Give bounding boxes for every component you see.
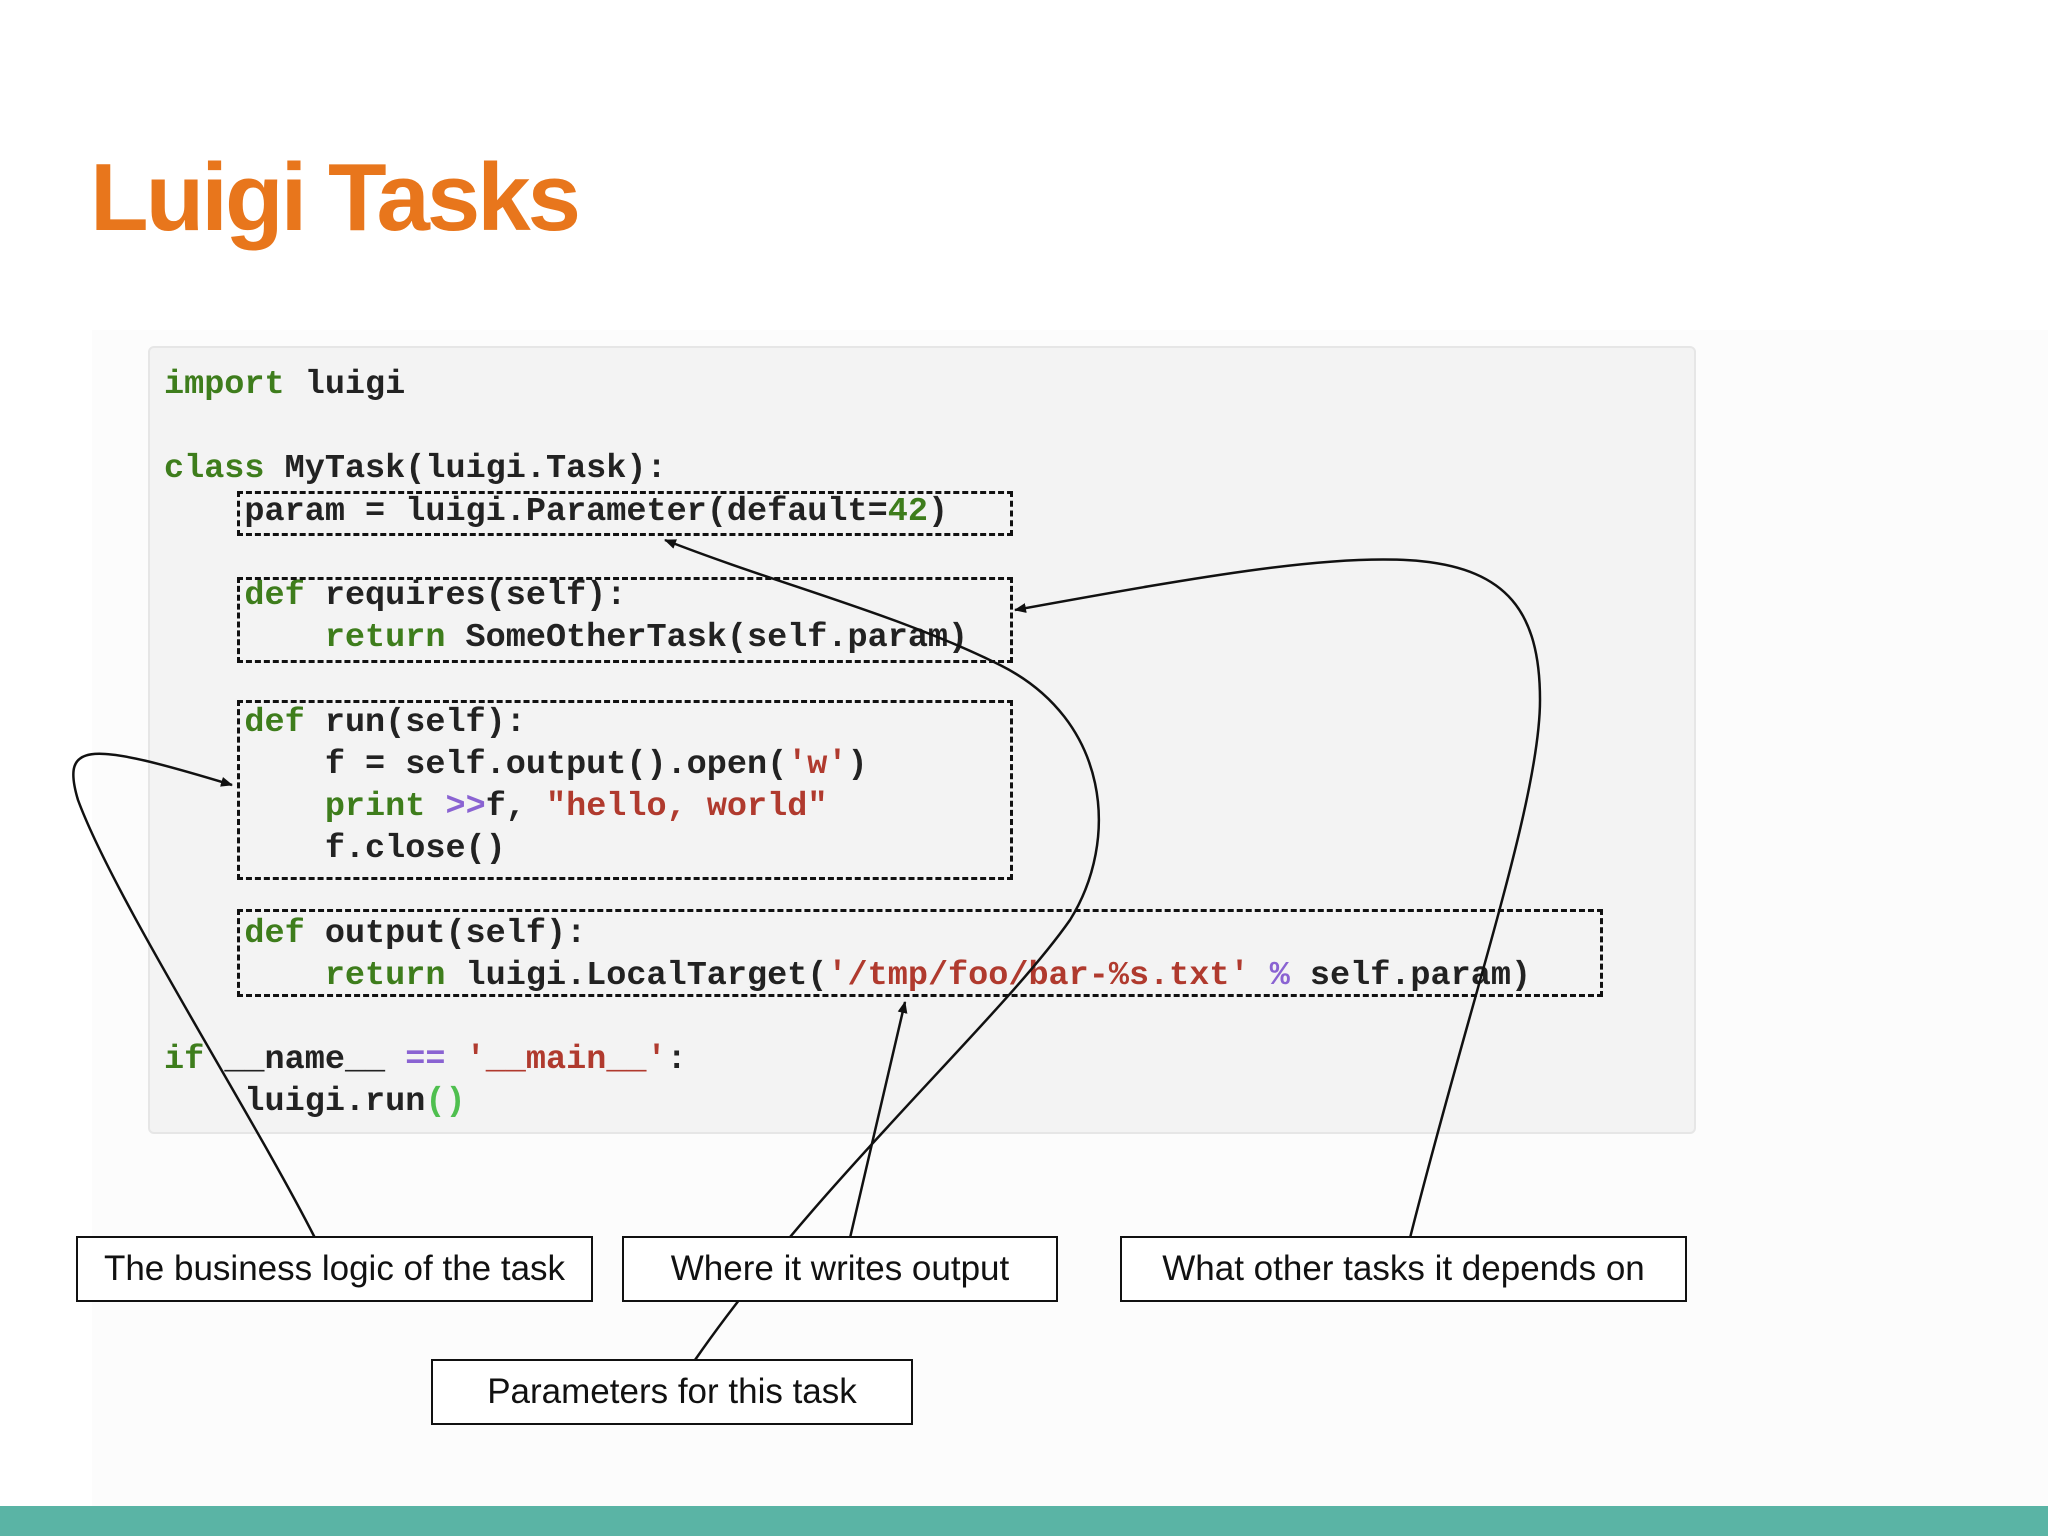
parameters-label: Parameters for this task xyxy=(431,1359,913,1425)
code-token: : xyxy=(666,1041,687,1080)
code-token: output(self): xyxy=(304,914,587,953)
code-token: >> xyxy=(445,788,486,826)
code-token: return xyxy=(324,956,446,995)
code-token: f, xyxy=(485,788,546,826)
output-highlight-box xyxy=(237,909,1603,997)
code-token: param = luigi.Parameter(default= xyxy=(164,492,888,531)
code-token: == xyxy=(405,1041,446,1080)
code-token: def xyxy=(244,703,305,742)
code-token: requires(self): xyxy=(304,577,627,615)
requires-highlight-box xyxy=(237,577,1013,663)
code-line: def requires(self): xyxy=(164,575,626,617)
code-token: def xyxy=(244,577,305,615)
code-token: import xyxy=(164,366,285,404)
code-token: () xyxy=(425,1083,466,1122)
code-token: '__main__' xyxy=(465,1041,667,1080)
business-logic-label: The business logic of the task xyxy=(76,1236,593,1302)
code-line: def run(self): xyxy=(164,702,526,744)
param-highlight-box xyxy=(237,491,1013,536)
slide-title: Luigi Tasks xyxy=(90,144,581,251)
code-token: __name__ xyxy=(204,1041,406,1080)
code-line: f.close() xyxy=(164,828,506,870)
writes-output-label: Where it writes output xyxy=(622,1236,1058,1302)
depends-on-label: What other tasks it depends on xyxy=(1120,1236,1687,1302)
code-token xyxy=(445,1041,465,1079)
code-line: if __name__ == '__main__': xyxy=(164,1039,687,1081)
code-token: luigi xyxy=(284,366,406,404)
code-token xyxy=(164,704,244,742)
code-token: luigi.run xyxy=(164,1083,426,1122)
code-token: MyTask(luigi.Task): xyxy=(264,450,667,489)
code-line: import luigi xyxy=(164,364,405,406)
code-token: print xyxy=(324,788,426,826)
code-token: run(self): xyxy=(304,703,526,742)
code-token: class xyxy=(164,450,265,489)
code-token: return xyxy=(324,619,446,658)
code-line: class MyTask(luigi.Task): xyxy=(164,448,667,490)
run-highlight-box xyxy=(237,700,1013,880)
footer-bar xyxy=(0,1506,2048,1536)
code-token xyxy=(164,577,244,615)
code-token: f.close() xyxy=(164,830,506,869)
code-token: 42 xyxy=(887,492,928,531)
code-token: if xyxy=(164,1041,205,1080)
code-line: param = luigi.Parameter(default=42) xyxy=(164,491,948,533)
code-token xyxy=(164,915,244,953)
code-line: luigi.run() xyxy=(164,1081,466,1123)
code-token: ) xyxy=(927,492,949,531)
